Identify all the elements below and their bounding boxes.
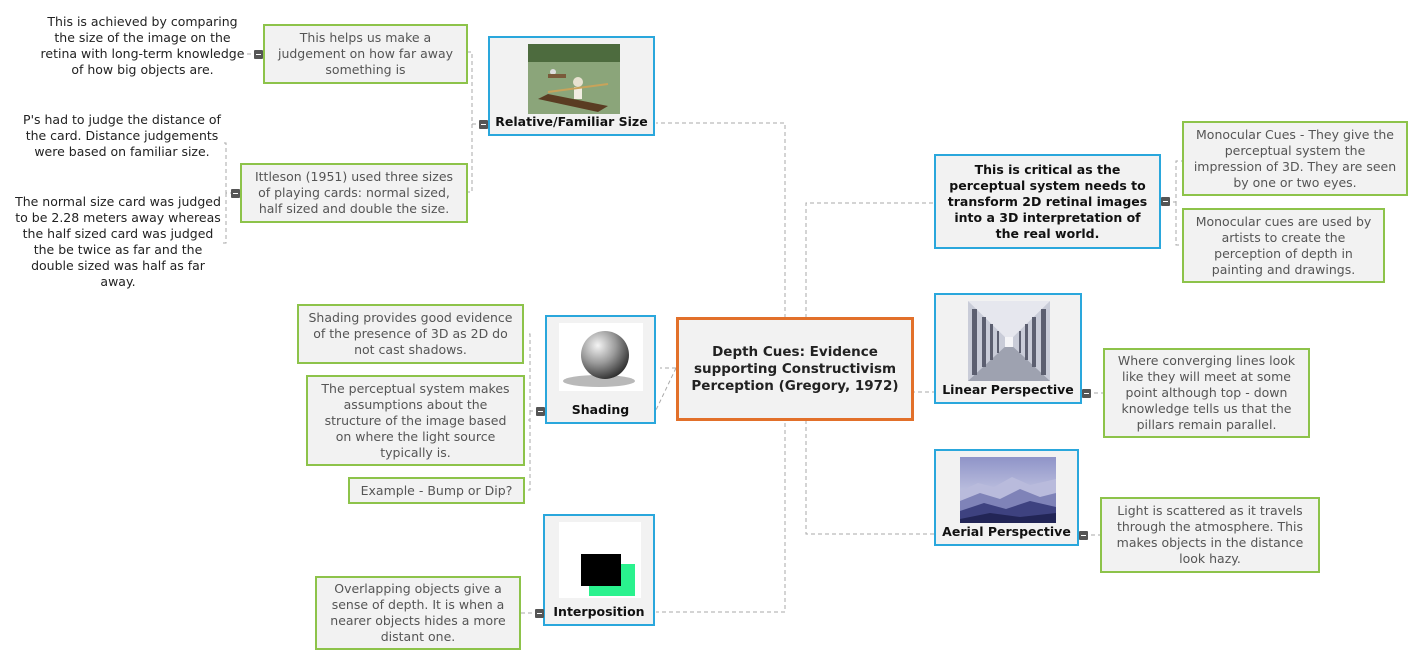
overlapping-squares-icon (559, 522, 641, 598)
note-shading-assumptions-text: The perceptual system makes assumptions … (321, 380, 510, 460)
note-judgement[interactable]: This helps us make a judgement on how fa… (263, 24, 468, 84)
collapse-toggle-icon[interactable] (1161, 197, 1170, 206)
note-scatter[interactable]: Light is scattered as it travels through… (1100, 497, 1320, 573)
note-shading-example-text: Example - Bump or Dip? (360, 482, 513, 498)
note-ittleson[interactable]: Ittleson (1951) used three sizes of play… (240, 163, 468, 223)
note-card-result-text: The normal size card was judged to be 2.… (15, 194, 221, 289)
branch-linear-perspective[interactable]: Linear Perspective (934, 293, 1082, 404)
branch-aerial-perspective-label: Aerial Perspective (942, 524, 1071, 539)
note-shading-evidence[interactable]: Shading provides good evidence of the pr… (297, 304, 524, 364)
colonnade-photo-icon (968, 301, 1050, 381)
note-overlap[interactable]: Overlapping objects give a sense of dept… (315, 576, 521, 650)
collapse-toggle-icon[interactable] (479, 120, 488, 129)
collapse-toggle-icon[interactable] (231, 189, 240, 198)
note-monocular[interactable]: Monocular Cues - They give the perceptua… (1182, 121, 1408, 196)
collapse-toggle-icon[interactable] (254, 50, 263, 59)
note-ittleson-text: Ittleson (1951) used three sizes of play… (254, 169, 454, 216)
note-shading-evidence-text: Shading provides good evidence of the pr… (308, 310, 513, 357)
note-converging[interactable]: Where converging lines look like they wi… (1103, 348, 1310, 438)
rowing-photo-icon (528, 44, 620, 114)
branch-shading[interactable]: Shading (545, 315, 656, 424)
note-shading-example[interactable]: Example - Bump or Dip? (348, 477, 525, 504)
note-comparison: This is achieved by comparing the size o… (40, 14, 245, 94)
note-shading-assumptions[interactable]: The perceptual system makes assumptions … (306, 375, 525, 466)
collapse-toggle-icon[interactable] (1082, 389, 1091, 398)
shaded-sphere-icon (559, 323, 643, 391)
hazy-mountains-photo-icon (960, 457, 1056, 523)
central-topic[interactable]: Depth Cues: Evidence supporting Construc… (676, 317, 914, 421)
branch-critical-label: This is critical as the perceptual syste… (947, 161, 1148, 241)
note-monocular-text: Monocular Cues - They give the perceptua… (1193, 126, 1397, 190)
branch-interposition[interactable]: Interposition (543, 514, 655, 626)
collapse-toggle-icon[interactable] (535, 609, 544, 618)
branch-relative-size[interactable]: Relative/Familiar Size (488, 36, 655, 136)
branch-aerial-perspective[interactable]: Aerial Perspective (934, 449, 1079, 546)
central-topic-label: Depth Cues: Evidence supporting Construc… (691, 343, 899, 394)
note-artists-text: Monocular cues are used by artists to cr… (1195, 213, 1372, 277)
note-card-judgement: P's had to judge the distance of the car… (22, 112, 222, 178)
branch-relative-size-label: Relative/Familiar Size (495, 114, 648, 129)
note-scatter-text: Light is scattered as it travels through… (1116, 503, 1304, 566)
note-converging-text: Where converging lines look like they wi… (1117, 353, 1296, 432)
branch-shading-label: Shading (571, 402, 630, 417)
note-card-result: The normal size card was judged to be 2.… (14, 194, 222, 292)
note-overlap-text: Overlapping objects give a sense of dept… (330, 581, 506, 644)
note-judgement-text: This helps us make a judgement on how fa… (277, 30, 454, 77)
branch-interposition-label: Interposition (553, 604, 645, 619)
branch-critical[interactable]: This is critical as the perceptual syste… (934, 154, 1161, 249)
branch-linear-perspective-label: Linear Perspective (942, 382, 1074, 397)
note-artists[interactable]: Monocular cues are used by artists to cr… (1182, 208, 1385, 283)
note-card-judgement-text: P's had to judge the distance of the car… (23, 112, 221, 159)
collapse-toggle-icon[interactable] (536, 407, 545, 416)
collapse-toggle-icon[interactable] (1079, 531, 1088, 540)
note-comparison-text: This is achieved by comparing the size o… (40, 14, 245, 77)
